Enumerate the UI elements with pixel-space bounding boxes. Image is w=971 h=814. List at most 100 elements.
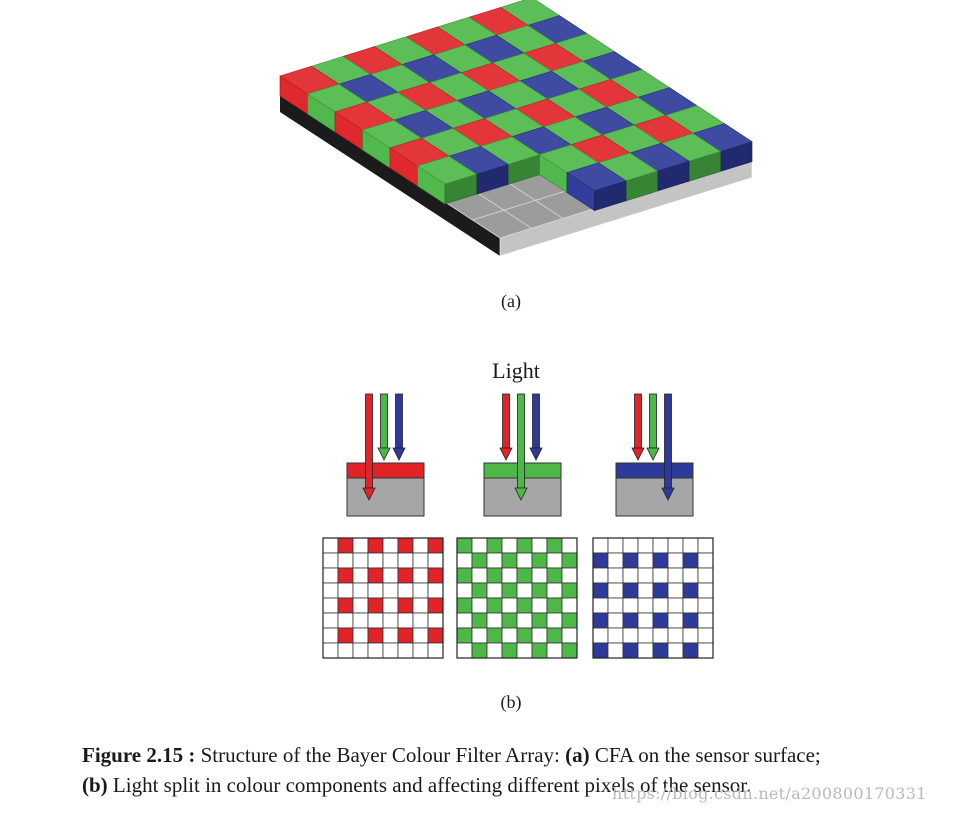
pixel-blue xyxy=(682,552,699,569)
pixel-empty xyxy=(667,627,684,644)
pixel-empty xyxy=(352,582,369,599)
arrowhead-green xyxy=(377,447,391,461)
pixel-empty xyxy=(456,582,473,599)
pixel-red xyxy=(397,567,414,584)
cfa-filter-green xyxy=(479,136,541,185)
pixel-empty xyxy=(322,552,339,569)
pixel-empty xyxy=(697,612,714,629)
pixel-empty xyxy=(427,582,444,599)
pixel-green xyxy=(531,582,548,599)
pixel-empty xyxy=(652,627,669,644)
pixel-empty xyxy=(367,552,384,569)
pixel-empty xyxy=(637,567,654,584)
arrowhead-red xyxy=(631,447,645,461)
pixel-empty xyxy=(607,612,624,629)
pixel-empty xyxy=(531,597,548,614)
pixel-red xyxy=(367,627,384,644)
pixel-blue xyxy=(682,612,699,629)
pixel-empty xyxy=(486,582,503,599)
pixel-green xyxy=(561,642,578,659)
pixel-empty xyxy=(667,597,684,614)
pixel-green xyxy=(561,582,578,599)
pixel-green xyxy=(531,642,548,659)
pixel-empty xyxy=(546,642,563,659)
pixel-red xyxy=(427,627,444,644)
pixel-empty xyxy=(637,537,654,554)
pixel-blue xyxy=(622,552,639,569)
pixel-blue xyxy=(622,582,639,599)
pixel-green xyxy=(471,612,488,629)
pixel-blue xyxy=(592,582,609,599)
pixel-empty xyxy=(607,642,624,659)
pixel-grid-border xyxy=(322,537,444,659)
sensor-pixel-block xyxy=(346,477,425,517)
pixel-red xyxy=(337,627,354,644)
caption-ref-b: (b) xyxy=(82,773,108,797)
pixel-empty xyxy=(697,627,714,644)
pixel-red xyxy=(427,597,444,614)
caption-text-1: Structure of the Bayer Colour Filter Arr… xyxy=(195,743,566,767)
pixel-empty xyxy=(367,582,384,599)
pixel-empty xyxy=(322,627,339,644)
pixel-empty xyxy=(322,582,339,599)
arrowhead-green xyxy=(514,487,528,501)
pixel-empty xyxy=(412,567,429,584)
pixel-empty xyxy=(546,582,563,599)
pixel-empty xyxy=(337,582,354,599)
pixel-red xyxy=(337,537,354,554)
pixel-green xyxy=(486,537,503,554)
pixel-red xyxy=(397,627,414,644)
pixel-empty xyxy=(697,567,714,584)
pixel-empty xyxy=(412,537,429,554)
arrowhead-blue xyxy=(392,447,406,461)
pixel-empty xyxy=(322,567,339,584)
pixel-empty xyxy=(501,597,518,614)
caption-text-2: CFA on the sensor surface; xyxy=(589,743,821,767)
pixel-empty xyxy=(561,597,578,614)
pixel-green xyxy=(501,642,518,659)
pixel-empty xyxy=(322,612,339,629)
pixel-empty xyxy=(501,537,518,554)
pixel-empty xyxy=(322,642,339,659)
pixel-empty xyxy=(397,642,414,659)
filter-unit-blue xyxy=(615,393,694,517)
light-label: Light xyxy=(492,358,540,383)
pixel-empty xyxy=(471,627,488,644)
pixel-empty xyxy=(352,552,369,569)
pixel-empty xyxy=(412,642,429,659)
pixel-red xyxy=(337,597,354,614)
pixel-empty xyxy=(637,597,654,614)
pixel-green xyxy=(516,537,533,554)
pixel-empty xyxy=(456,552,473,569)
pixel-empty xyxy=(427,612,444,629)
light-ray-green xyxy=(380,393,388,449)
pixel-empty xyxy=(382,582,399,599)
filter-unit-red xyxy=(346,393,425,517)
pixel-green xyxy=(561,612,578,629)
light-ray-blue xyxy=(532,393,540,449)
cfa-filter-green xyxy=(416,155,478,205)
pixel-empty xyxy=(412,597,429,614)
pixel-empty xyxy=(667,537,684,554)
pixel-empty xyxy=(486,642,503,659)
pixel-empty xyxy=(337,612,354,629)
pixel-green xyxy=(546,597,563,614)
pixel-blue xyxy=(652,642,669,659)
pixel-empty xyxy=(667,582,684,599)
pixel-empty xyxy=(412,552,429,569)
pixel-empty xyxy=(607,582,624,599)
pixel-green xyxy=(501,582,518,599)
pixel-empty xyxy=(637,582,654,599)
pixel-blue xyxy=(622,612,639,629)
light-ray-red xyxy=(365,393,373,489)
pixel-empty xyxy=(471,537,488,554)
pixel-grid-red xyxy=(322,537,444,659)
arrowhead-blue xyxy=(529,447,543,461)
pixel-empty xyxy=(352,642,369,659)
pixel-empty xyxy=(607,552,624,569)
pixel-green xyxy=(546,537,563,554)
pixel-empty xyxy=(382,627,399,644)
cfa-filter-blue xyxy=(692,123,753,172)
pixel-green xyxy=(516,567,533,584)
pixel-empty xyxy=(352,567,369,584)
